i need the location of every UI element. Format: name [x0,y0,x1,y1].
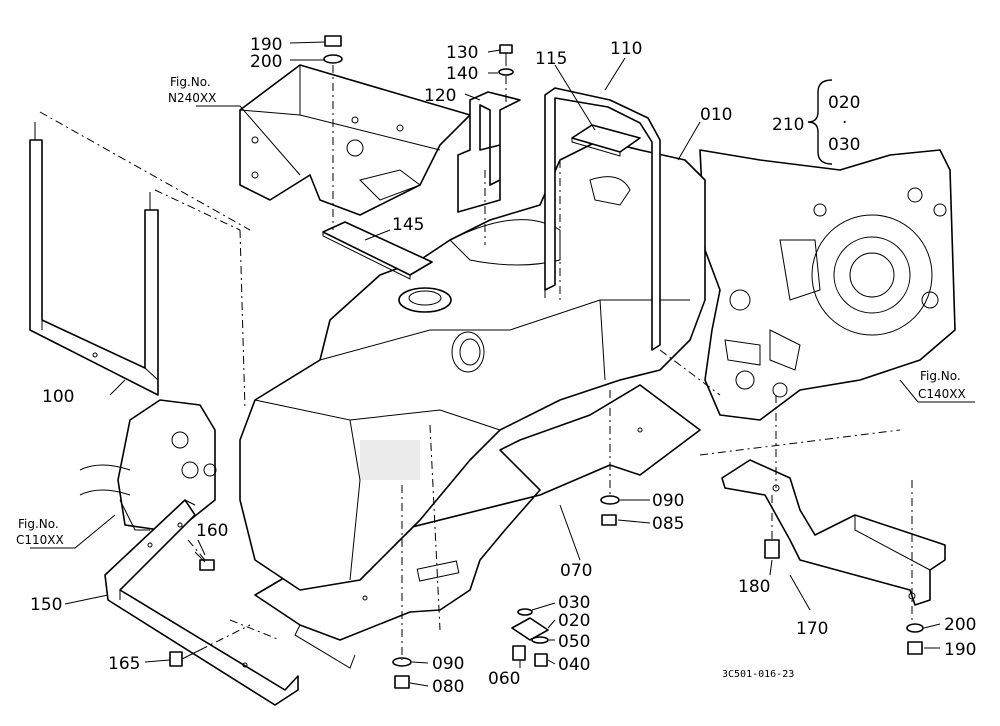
label-200-right: 200 [944,615,976,635]
label-150: 150 [30,595,62,615]
label-085: 085 [652,514,684,534]
label-190-right: 190 [944,640,976,660]
label-020: 020 [558,611,590,631]
fig-ref-c140-label: Fig.No. [920,369,961,383]
label-070: 070 [560,561,592,581]
band-120-illustration [457,91,521,213]
label-140: 140 [446,64,478,84]
fig-ref-n240-label: Fig.No. [170,75,211,89]
drawing-code: 3C501-016-23 [722,669,794,680]
label-090-right: 090 [652,491,684,511]
label-100: 100 [42,387,74,407]
label-120: 120 [424,86,456,106]
part-number-labels: 190 200 130 140 120 115 110 010 210 020 … [30,35,976,697]
label-dot: · [842,113,847,133]
label-170: 170 [796,619,828,639]
assembly-centerlines [39,65,913,660]
fig-ref-n240: Fig.No. N240XX [168,75,216,105]
strap-110-illustration [544,87,661,351]
plate-145-illustration [322,221,433,280]
bracket-150-illustration [104,499,299,706]
seat-bracket-illustration [239,64,471,216]
label-165: 165 [108,654,140,674]
label-190-top: 190 [250,35,282,55]
label-010: 010 [700,105,732,125]
transmission-case-illustration [699,149,956,421]
label-130: 130 [446,43,478,63]
label-050: 050 [558,632,590,652]
fuel-tank-illustration [239,139,706,591]
front-support-illustration [79,399,217,531]
label-145: 145 [392,215,424,235]
leader-lines [30,41,975,687]
label-200-top: 200 [250,52,282,72]
label-160: 160 [196,521,228,541]
label-020-group: 020 [828,93,860,113]
label-090-bottom: 090 [432,654,464,674]
fig-ref-c110-code: C110XX [16,533,64,547]
label-060: 060 [488,669,520,689]
label-110: 110 [610,39,642,59]
label-030: 030 [558,593,590,613]
pad-115-illustration [571,124,641,157]
label-080: 080 [432,677,464,697]
label-210: 210 [772,115,804,135]
fig-ref-n240-code: N240XX [168,91,216,105]
label-030-group: 030 [828,135,860,155]
fig-ref-c110-label: Fig.No. [18,517,59,531]
fig-ref-c140: Fig.No. C140XX [918,369,966,401]
bracket-100-illustration [29,122,159,396]
label-040: 040 [558,655,590,675]
fig-ref-c110: Fig.No. C110XX [16,517,64,547]
group-brace-210 [807,79,833,165]
fasteners-illustration [169,35,924,689]
fig-ref-c140-code: C140XX [918,387,966,401]
bracket-170-illustration [721,459,946,606]
label-180: 180 [738,577,770,597]
label-115: 115 [535,49,567,69]
